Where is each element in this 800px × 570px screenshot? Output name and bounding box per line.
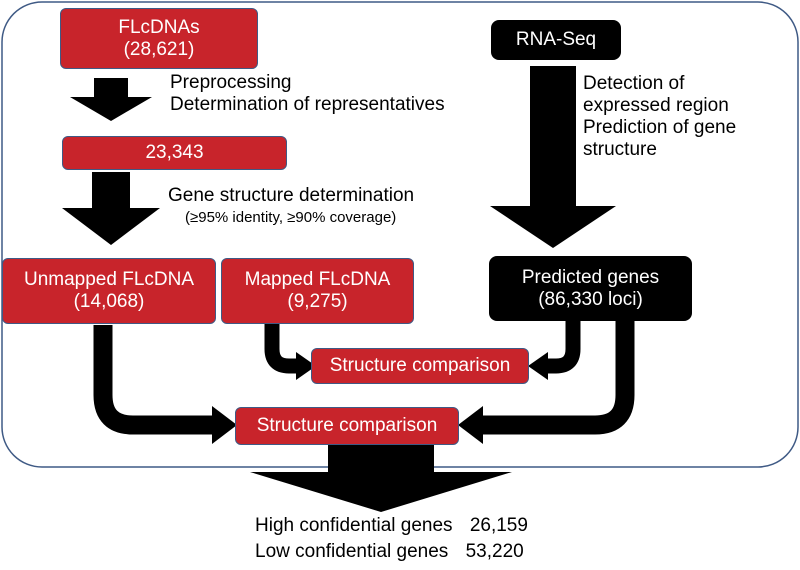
- preprocessing-step: Preprocessing Determination of represent…: [170, 72, 445, 116]
- mapped-box: Mapped FLcDNA (9,275): [221, 258, 414, 324]
- arrow-head-mapped: [296, 352, 316, 380]
- rnaseq-box: RNA-Seq: [491, 20, 621, 60]
- result-low: Low confidential genes 53,220: [255, 541, 524, 563]
- mapped-title: Mapped FLcDNA: [244, 269, 391, 290]
- rnaseq-title: RNA-Seq: [515, 29, 597, 50]
- result-high-value: 26,159: [469, 515, 528, 536]
- rnaseq-step-line2: expressed region: [583, 95, 729, 116]
- predicted-box: Predicted genes (86,330 loci): [489, 256, 692, 321]
- rnaseq-step-line1: Detection of: [583, 73, 685, 94]
- mapped-count: (9,275): [287, 291, 348, 312]
- result-high-label: High confidential genes: [255, 515, 453, 536]
- flcdnas-count: (28,621): [123, 38, 195, 60]
- arrow-head-predicted-upper: [528, 352, 548, 380]
- predicted-title: Predicted genes: [521, 266, 660, 288]
- rnaseq-step: Detection of expressed region Prediction…: [583, 73, 736, 161]
- predicted-count: (86,330 loci): [538, 288, 643, 310]
- preprocessing-line1: Preprocessing: [170, 72, 292, 93]
- arrow-predicted-to-compare-lower: [480, 320, 635, 435]
- unmapped-title: Unmapped FLcDNA: [23, 269, 195, 290]
- compare-upper-title: Structure comparison: [329, 355, 511, 376]
- gene-structure-step: Gene structure determination (≥95% ident…: [168, 185, 414, 229]
- unmapped-count: (14,068): [73, 291, 145, 312]
- arrow-final-to-results: [250, 445, 512, 512]
- compare-lower-title: Structure comparison: [256, 415, 438, 436]
- compare-lower-box: Structure comparison: [235, 407, 459, 445]
- gene-structure-line2: (≥95% identity, ≥90% coverage): [185, 209, 397, 226]
- flcdnas-box: FLcDNAs (28,621): [60, 8, 258, 69]
- preprocessing-line2: Determination of representatives: [170, 94, 445, 115]
- gene-structure-line1: Gene structure determination: [168, 185, 415, 206]
- result-low-label: Low confidential genes: [255, 541, 449, 562]
- representatives-box: 23,343: [62, 136, 287, 170]
- arrow-representatives-to-mapping: [62, 172, 160, 245]
- arrow-mapped-to-compare-upper: [264, 323, 298, 374]
- arrow-predicted-to-compare-upper: [546, 320, 581, 374]
- arrow-head-unmapped: [212, 406, 237, 444]
- result-low-value: 53,220: [465, 541, 524, 562]
- arrow-flcdna-to-representatives: [70, 78, 152, 121]
- arrow-unmapped-to-compare-lower: [93, 325, 215, 435]
- representatives-count: 23,343: [145, 142, 204, 163]
- unmapped-box: Unmapped FLcDNA (14,068): [2, 258, 216, 324]
- result-high: High confidential genes 26,159: [255, 515, 528, 537]
- rnaseq-step-line3: Prediction of gene: [583, 117, 737, 138]
- arrow-head-predicted-lower: [458, 406, 483, 444]
- rnaseq-step-line4: structure: [583, 139, 657, 160]
- arrow-rnaseq-to-predicted: [490, 66, 616, 248]
- flcdnas-title: FLcDNAs: [118, 16, 200, 38]
- compare-upper-box: Structure comparison: [311, 348, 529, 384]
